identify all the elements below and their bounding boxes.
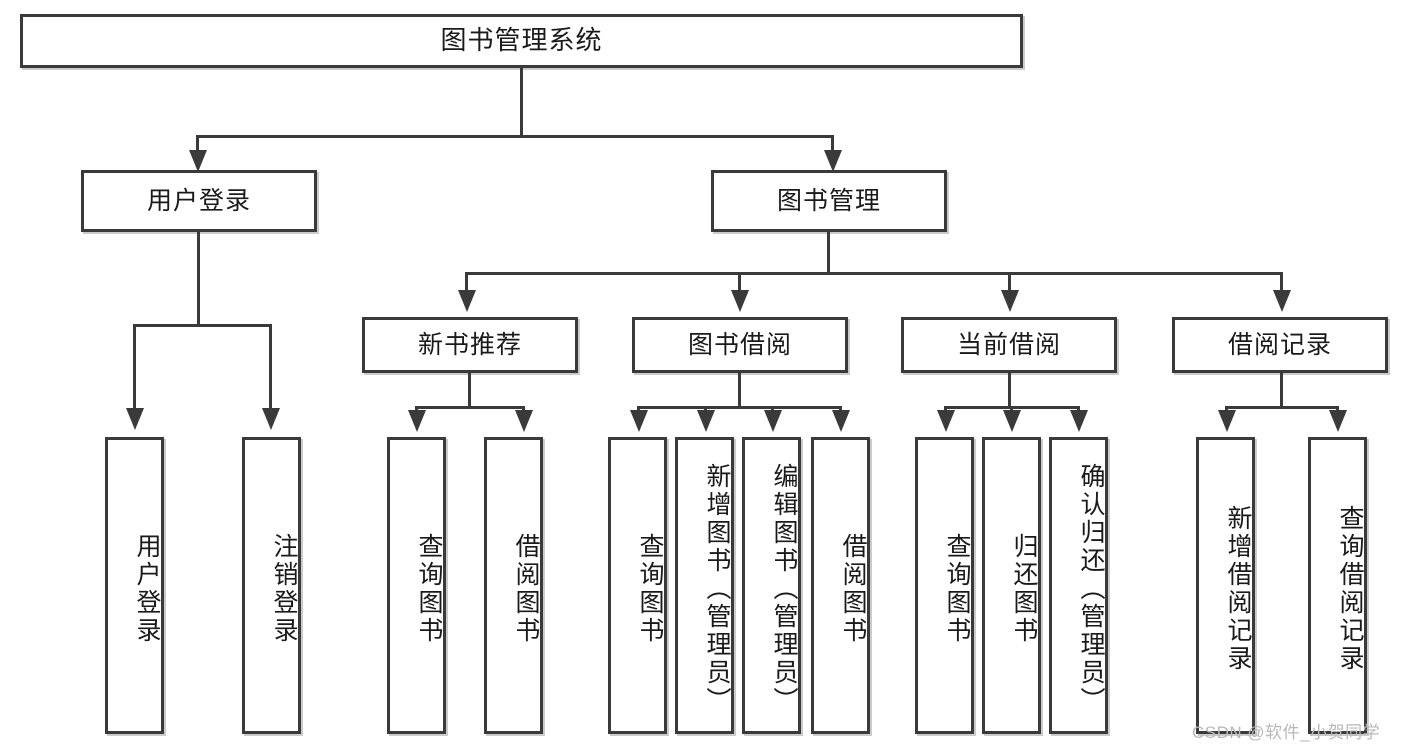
leaf-bb-query-book[interactable]: 查询图书 bbox=[608, 437, 667, 734]
watermark-credit: CSDN @软件_小贺同学 bbox=[1192, 723, 1381, 742]
leaf-br-add-record[interactable]: 新增借阅记录 bbox=[1196, 437, 1255, 734]
connector-nbr-bus bbox=[415, 406, 525, 409]
connector-cb-child-2 bbox=[1010, 406, 1013, 412]
connector-book-management-stem bbox=[827, 232, 830, 274]
connector-book-management-bus bbox=[465, 272, 1283, 275]
leaf-bb-add-book[interactable]: 新增图书（管理员） bbox=[675, 437, 734, 734]
connector-bm-child-3 bbox=[1008, 272, 1011, 292]
arrowhead-nbr-borrow-book bbox=[515, 410, 533, 432]
leaf-cb-query-book[interactable]: 查询图书 bbox=[915, 437, 974, 734]
arrowhead-current-borrow bbox=[1001, 290, 1019, 312]
leaf-cb-confirm-return[interactable]: 确认归还（管理员） bbox=[1049, 437, 1108, 734]
arrowhead-cb-confirm-return bbox=[1070, 410, 1088, 432]
arrowhead-bb-edit-book bbox=[764, 410, 782, 432]
node-current-borrow[interactable]: 当前借阅 bbox=[901, 317, 1117, 373]
arrowhead-bb-add-book bbox=[697, 410, 715, 432]
leaf-bb-edit-book[interactable]: 编辑图书（管理员） bbox=[742, 437, 801, 734]
arrowhead-leaf-logout bbox=[262, 408, 280, 430]
connector-br-child-1 bbox=[1225, 406, 1228, 412]
connector-user-login-child-1 bbox=[133, 324, 136, 410]
connector-bb-child-3 bbox=[771, 406, 774, 412]
leaf-logout[interactable]: 注销登录 bbox=[242, 437, 301, 734]
leaf-nbr-query-book[interactable]: 查询图书 bbox=[387, 437, 446, 734]
arrowhead-cb-return-book bbox=[1003, 410, 1021, 432]
node-book-management[interactable]: 图书管理 bbox=[711, 170, 947, 232]
connector-bb-child-2 bbox=[704, 406, 707, 412]
connector-root-bus bbox=[196, 135, 834, 138]
connector-cb-stem bbox=[1008, 373, 1011, 408]
connector-user-login-stem bbox=[197, 232, 200, 326]
node-borrow-record[interactable]: 借阅记录 bbox=[1172, 317, 1388, 373]
arrowhead-bb-borrow-book bbox=[832, 410, 850, 432]
arrowhead-br-add-record bbox=[1218, 410, 1236, 432]
connector-bb-child-1 bbox=[637, 406, 640, 412]
arrowhead-nbr-query-book bbox=[408, 410, 426, 432]
arrowhead-br-query-record bbox=[1329, 410, 1347, 432]
arrowhead-book-borrow bbox=[731, 290, 749, 312]
node-book-management-system[interactable]: 图书管理系统 bbox=[20, 14, 1023, 68]
connector-nbr-child-1 bbox=[415, 406, 418, 412]
connector-br-stem bbox=[1280, 373, 1283, 408]
leaf-br-query-record[interactable]: 查询借阅记录 bbox=[1308, 437, 1367, 734]
arrowhead-book-management bbox=[824, 150, 842, 172]
connector-nbr-child-2 bbox=[522, 406, 525, 412]
node-user-login[interactable]: 用户登录 bbox=[81, 170, 317, 232]
connector-br-child-2 bbox=[1336, 406, 1339, 412]
arrowhead-borrow-record bbox=[1273, 290, 1291, 312]
connector-bb-bus bbox=[637, 406, 842, 409]
connector-bb-child-4 bbox=[839, 406, 842, 412]
connector-root-stem bbox=[520, 68, 523, 137]
connector-root-to-user-login bbox=[196, 135, 199, 153]
connector-bb-stem bbox=[738, 373, 741, 408]
connector-nbr-stem bbox=[468, 373, 471, 408]
connector-cb-child-1 bbox=[944, 406, 947, 412]
node-new-book-recommend[interactable]: 新书推荐 bbox=[362, 317, 578, 373]
leaf-bb-borrow-book[interactable]: 借阅图书 bbox=[811, 437, 870, 734]
connector-bm-child-2 bbox=[738, 272, 741, 292]
connector-user-login-child-2 bbox=[269, 324, 272, 410]
connector-br-bus bbox=[1225, 406, 1339, 409]
connector-bm-child-1 bbox=[465, 272, 468, 292]
connector-bm-child-4 bbox=[1280, 272, 1283, 292]
connector-user-login-bus bbox=[133, 324, 272, 327]
leaf-nbr-borrow-book[interactable]: 借阅图书 bbox=[484, 437, 543, 734]
arrowhead-new-book-recommend bbox=[458, 290, 476, 312]
connector-root-to-book-management bbox=[831, 135, 834, 153]
connector-cb-child-3 bbox=[1077, 406, 1080, 412]
arrowhead-bb-query-book bbox=[630, 410, 648, 432]
arrowhead-leaf-user-login bbox=[126, 408, 144, 430]
arrowhead-cb-query-book bbox=[937, 410, 955, 432]
node-book-borrow[interactable]: 图书借阅 bbox=[632, 317, 848, 373]
leaf-user-login[interactable]: 用户登录 bbox=[105, 437, 164, 734]
leaf-cb-return-book[interactable]: 归还图书 bbox=[982, 437, 1041, 734]
arrowhead-user-login bbox=[189, 150, 207, 172]
